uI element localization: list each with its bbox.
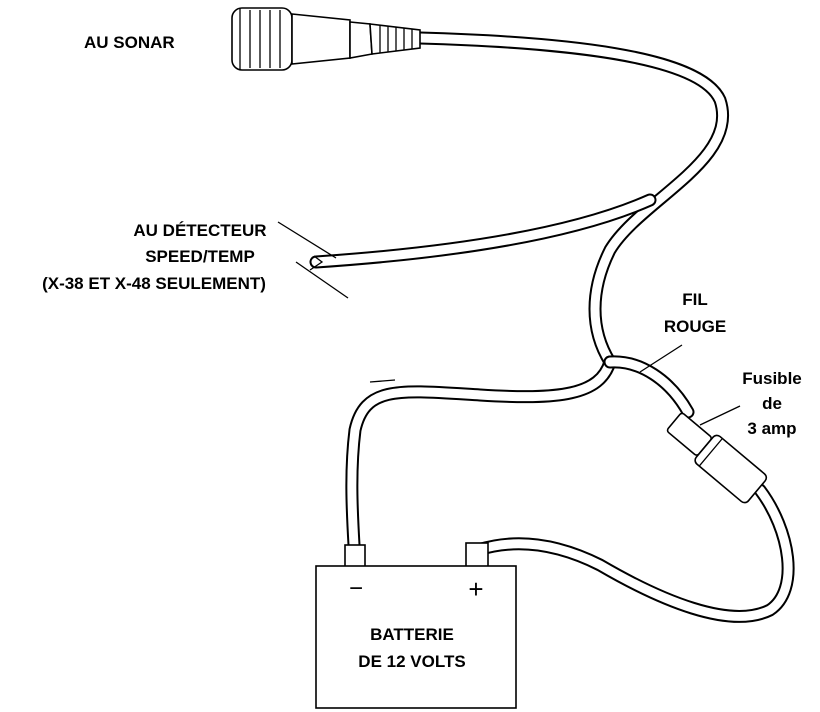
fuse-label-line3: 3 amp	[747, 419, 796, 438]
fuse-label-line1: Fusible	[742, 369, 802, 388]
detector-label-line1: AU DÉTECTEUR	[133, 221, 266, 240]
sonar-label: AU SONAR	[84, 33, 175, 52]
battery-label-line2: DE 12 VOLTS	[358, 652, 465, 671]
positive-terminal	[465, 542, 489, 568]
cables	[309, 31, 795, 623]
red-wire-label-line2: ROUGE	[664, 317, 726, 336]
positive-symbol: +	[468, 574, 483, 604]
detector-label-line2: SPEED/TEMP	[145, 247, 255, 266]
red-wire-pointer	[639, 344, 683, 373]
positive-cable	[471, 483, 795, 623]
battery-label-line1: BATTERIE	[370, 625, 454, 644]
fuse-holder	[666, 412, 768, 504]
sonar-cable	[413, 31, 729, 369]
battery-case	[315, 565, 517, 709]
fuse-pointer	[699, 405, 741, 426]
red-wire-label-line1: FIL	[682, 290, 708, 309]
negative-terminal	[344, 544, 366, 568]
sonar-connector	[231, 7, 421, 71]
fuse-label-line2: de	[762, 394, 782, 413]
detector-label-line3: (X-38 ET X-48 SEULEMENT)	[42, 274, 266, 293]
negative-symbol: −	[349, 575, 363, 602]
break-zigzag	[309, 255, 324, 271]
speed-temp-cable	[309, 193, 657, 269]
break-mark-bottom	[295, 261, 349, 299]
break-mark-top	[277, 221, 337, 259]
negative-lead-tick	[369, 379, 396, 383]
battery	[315, 542, 517, 709]
